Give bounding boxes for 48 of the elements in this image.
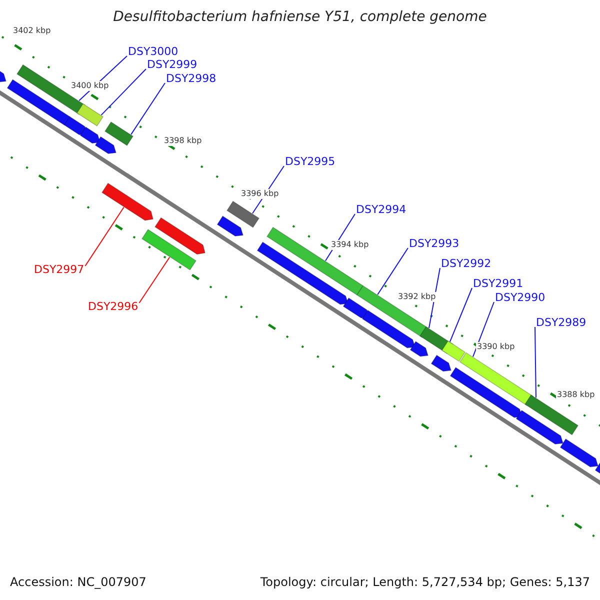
scale-label: 3398 kbp: [163, 136, 203, 146]
scale-label: 3394 kbp: [330, 240, 370, 250]
gene-marker: [362, 310, 416, 348]
leader-line: [130, 82, 166, 135]
gene-marker: [450, 366, 523, 418]
gene-marker: [256, 242, 349, 305]
leader-line: [138, 256, 170, 304]
gene-label: DSY2997: [34, 264, 84, 275]
scale-label: 3392 kbp: [397, 292, 437, 302]
gene-label: DSY2990: [495, 292, 546, 303]
leader-line: [377, 248, 408, 296]
gene-marker: [516, 410, 564, 445]
gene-label: DSY2999: [147, 59, 198, 70]
gene-marker: [560, 438, 599, 468]
scale-label: 3400 kbp: [70, 81, 110, 91]
gene-label: DSY3000: [128, 46, 178, 57]
leader-line: [100, 68, 146, 116]
gene-label: DSY2998: [166, 73, 216, 84]
gene-bar: [104, 121, 134, 146]
leader-line: [534, 326, 536, 398]
leader-line: [449, 288, 472, 342]
gene-bar: [441, 340, 466, 362]
diagram-title: Desulfitobacterium hafniense Y51, complete genome: [112, 10, 488, 24]
gene-label: DSY2996: [88, 301, 138, 312]
scale-label: 3396 kbp: [240, 189, 280, 199]
gene-label: DSY2991: [473, 278, 524, 289]
gene-marker: [154, 217, 206, 255]
gene-label: DSY2993: [409, 238, 460, 249]
gene-marker: [94, 136, 117, 154]
gene-bar: [76, 103, 104, 127]
footer-note: Topology: circular; Length: 5,727,534 bp; Genes: 5,137: [260, 576, 590, 588]
scale-label: 3390 kbp: [476, 342, 516, 352]
leader-line: [472, 302, 494, 358]
gene-label: DSY2989: [536, 317, 586, 328]
gene-marker: [80, 126, 101, 144]
gene-marker: [410, 340, 429, 357]
scale-label: 3402 kbp: [12, 26, 52, 36]
gene-label: DSY2995: [285, 156, 336, 167]
gene-marker: [101, 182, 154, 221]
gene-marker: [342, 297, 370, 318]
gene-label: DSY2994: [356, 204, 406, 215]
gene-bar: [141, 228, 197, 270]
scale-label: 3388 kbp: [556, 390, 596, 400]
footer-note: Accession: NC_007907: [10, 576, 146, 588]
leader-line: [84, 206, 124, 266]
gene-marker: [216, 216, 244, 237]
gene-label: DSY2992: [441, 258, 492, 269]
gene-bar: [226, 200, 260, 228]
